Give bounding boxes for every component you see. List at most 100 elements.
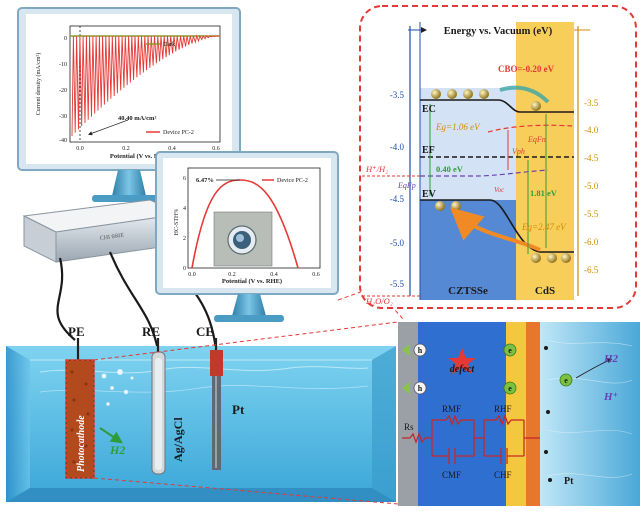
ef-label: EF: [422, 145, 435, 156]
left-tick-1: -4.0: [390, 142, 405, 152]
x-axis-label-2: Potential (V vs. RHE): [222, 278, 282, 285]
o-couple-label: H₂O/O₂: [365, 296, 393, 306]
x-tick-1-2: 0.4: [168, 146, 176, 152]
efn-label: EqFn: [527, 135, 546, 144]
x-tick-2-1: 0.2: [228, 272, 236, 278]
electron-label-1: e: [508, 346, 512, 355]
reference-electrode: Ag/AgCl: [151, 338, 185, 475]
photocathode-electrode: Photocathode: [65, 338, 95, 479]
rhf-label: RHF: [494, 404, 512, 414]
equivalent-circuit: [402, 414, 540, 464]
defect-star-icon: [448, 348, 476, 374]
x-tick-2-2: 0.4: [270, 272, 278, 278]
electron-transfer-arrow: [499, 85, 550, 104]
czts-label: CZTSSe: [448, 285, 488, 297]
valence-band: [420, 199, 574, 253]
right-tick-0: -3.5: [584, 98, 599, 108]
y-tick-2-0: 0: [183, 266, 186, 272]
legend-device-label-2: Device PC-2: [277, 178, 308, 184]
ec-label: EC: [422, 104, 436, 115]
electron-label-3: e: [564, 376, 568, 385]
delta-040-label: 0.40 eV: [436, 164, 464, 174]
circuit-h2-label: H2: [603, 353, 619, 365]
pt-particles: [544, 346, 552, 482]
monitor-2: HC-STH% Potential (V vs. RHE) 0 2 4 6 0.…: [155, 151, 339, 322]
hole-transfer-arrow: [450, 207, 541, 252]
eg-right-label: Eg=2.47 eV: [521, 222, 567, 232]
circuit-panel: h h e e e defect H2 H⁺ Pt: [398, 322, 640, 506]
left-tick-4: -5.5: [390, 279, 405, 289]
annotation-arrow-1: [88, 119, 129, 136]
potentiostat: CHI 660E: [22, 199, 184, 263]
electron-dots: [431, 89, 541, 111]
circuit-hplus-label: H⁺: [603, 391, 619, 403]
legend-device-label-1: Device PC-2: [163, 130, 194, 136]
re-label: RE: [142, 324, 160, 339]
device-photo: [213, 211, 273, 267]
x-tick-2-3: 0.6: [312, 272, 320, 278]
x-axis-label-1: Potential (V vs. RHE): [110, 153, 170, 160]
cds-label: CdS: [535, 285, 555, 297]
x-tick-1-1: 0.2: [122, 146, 130, 152]
ce-label: CE: [196, 324, 214, 339]
h2-arrow: [99, 427, 123, 444]
h2-bubbles: [101, 368, 134, 407]
cmf-label: CMF: [442, 470, 461, 480]
right-tick-5: -6.0: [584, 237, 599, 247]
y-tick-1-0: 0: [64, 36, 67, 42]
y-axis-label-2: HC-STH%: [174, 209, 180, 236]
y-tick-1-3: -30: [59, 114, 67, 120]
counter-label: Pt: [232, 402, 245, 417]
electrolyte-tank: [6, 346, 396, 502]
defect-label: defect: [450, 364, 476, 375]
y-tick-1-1: -10: [59, 62, 67, 68]
h-couple-label: H⁺/H₂: [365, 164, 388, 174]
monitor-1: Current density (mA/cm²) Potential (V vs…: [17, 7, 241, 202]
left-tick-0: -3.5: [390, 90, 405, 100]
chf-label: CHF: [494, 470, 512, 480]
device-chopped-curve: [71, 34, 220, 137]
h2-flow-arrow: [575, 358, 613, 379]
rs-label: Rs: [404, 422, 414, 432]
conduction-band: [420, 99, 574, 113]
right-tick-4: -5.5: [584, 209, 599, 219]
right-tick-6: -6.5: [584, 265, 599, 275]
left-tick-2: -4.5: [390, 194, 405, 204]
instrument-label: CHI 660E: [99, 233, 124, 242]
hole-label-2: h: [418, 384, 423, 393]
eg-left-label: Eg=1.06 eV: [435, 122, 481, 132]
counter-electrode: Pt: [210, 338, 245, 470]
reference-label: Ag/AgCl: [171, 417, 185, 462]
x-tick-2-0: 0.0: [188, 272, 196, 278]
right-tick-2: -4.5: [584, 153, 599, 163]
y-tick-2-3: 6: [183, 176, 186, 182]
voc-label: Voc: [494, 186, 505, 194]
plot-area-1: [69, 25, 221, 143]
y-tick-1-4: -40: [59, 138, 67, 144]
photocathode-label: Photocathode: [76, 415, 87, 472]
hole-label-1: h: [418, 346, 423, 355]
vph-label: Vph: [512, 147, 525, 156]
left-tick-3: -5.0: [390, 238, 405, 248]
pe-label: PE: [68, 324, 85, 339]
y-tick-2-1: 2: [183, 236, 186, 242]
x-tick-1-3: 0.6: [212, 146, 220, 152]
ev-label: EV: [422, 189, 437, 200]
chopped-current-trace: [71, 34, 220, 137]
y-axis-label-1: Current density (mA/cm²): [35, 53, 42, 115]
electron-label-2: e: [508, 384, 512, 393]
quasi-fermi-p: [420, 169, 549, 177]
plot-area-2: [187, 167, 321, 269]
annotation-2: 6.47%: [196, 177, 214, 184]
annotation-1: 40.40 mA/cm²: [118, 115, 156, 122]
efp-label: EqFp: [397, 181, 416, 190]
electron-markers: e e e: [503, 343, 573, 395]
y-tick-1-2: -20: [59, 88, 67, 94]
circuit-pt-label: Pt: [564, 476, 574, 487]
rmf-label: RMF: [442, 404, 461, 414]
hole-markers: h h: [402, 343, 427, 395]
band-diagram: -3.5 -4.0 -4.5 -5.0 -5.5 -3.5 -4.0 -4.5 …: [359, 5, 637, 309]
legend-dark-label: Dark: [163, 42, 175, 48]
y-tick-2-2: 4: [183, 206, 186, 212]
